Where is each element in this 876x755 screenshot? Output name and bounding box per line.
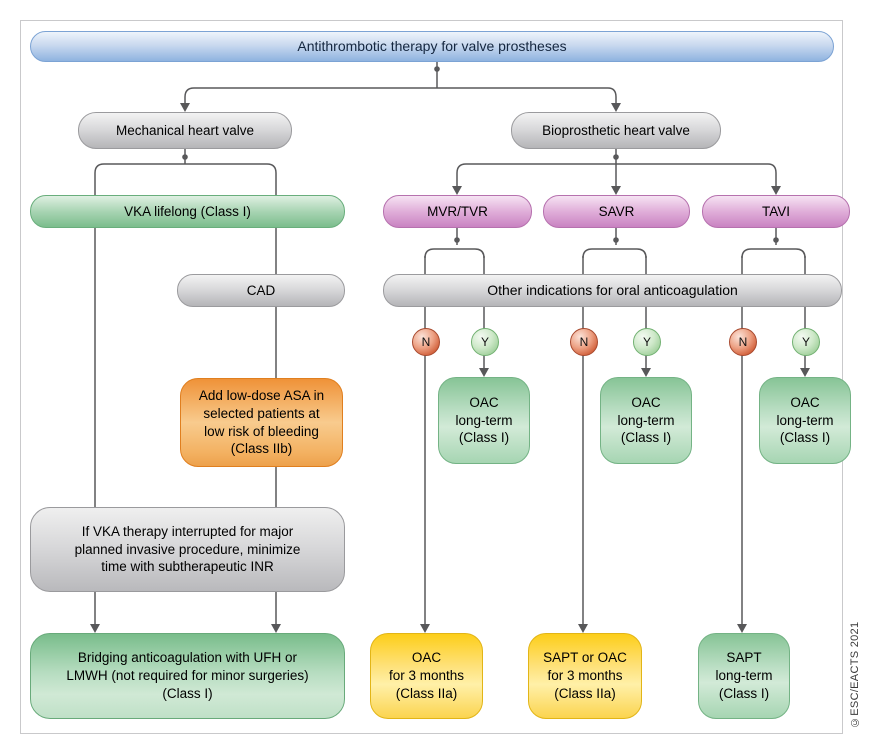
node-other-indications: Other indications for oral anticoagulati…: [383, 274, 842, 307]
node-tavi: TAVI: [702, 195, 850, 228]
yes-circle-tavi: Y: [792, 328, 820, 356]
node-oac-longterm-tavi: OAC long-term (Class I): [759, 377, 851, 464]
node-mvr-tvr: MVR/TVR: [383, 195, 532, 228]
no-circle-tavi: N: [729, 328, 757, 356]
node-add-asa: Add low-dose ASA in selected patients at…: [180, 378, 343, 467]
node-oac-longterm-savr: OAC long-term (Class I): [600, 377, 692, 464]
no-circle-savr: N: [570, 328, 598, 356]
node-mechanical-valve: Mechanical heart valve: [78, 112, 292, 149]
node-bridging-anticoagulation: Bridging anticoagulation with UFH or LMW…: [30, 633, 345, 719]
connector-arrows-dots: [90, 66, 810, 633]
node-title: Antithrombotic therapy for valve prosthe…: [30, 31, 834, 62]
node-savr: SAVR: [543, 195, 690, 228]
yes-circle-savr: Y: [633, 328, 661, 356]
copyright-label: ©ESC/EACTS 2021: [849, 621, 861, 728]
node-bioprosthetic-valve: Bioprosthetic heart valve: [511, 112, 721, 149]
node-vka-interrupted: If VKA therapy interrupted for major pla…: [30, 507, 345, 592]
yes-circle-mvr: Y: [471, 328, 499, 356]
node-oac-3-months: OAC for 3 months (Class IIa): [370, 633, 483, 719]
node-sapt-or-oac-3-months: SAPT or OAC for 3 months (Class IIa): [528, 633, 642, 719]
no-circle-mvr: N: [412, 328, 440, 356]
node-sapt-longterm: SAPT long-term (Class I): [698, 633, 790, 719]
node-oac-longterm-mvr: OAC long-term (Class I): [438, 377, 530, 464]
node-cad: CAD: [177, 274, 345, 307]
node-vka-lifelong: VKA lifelong (Class I): [30, 195, 345, 228]
